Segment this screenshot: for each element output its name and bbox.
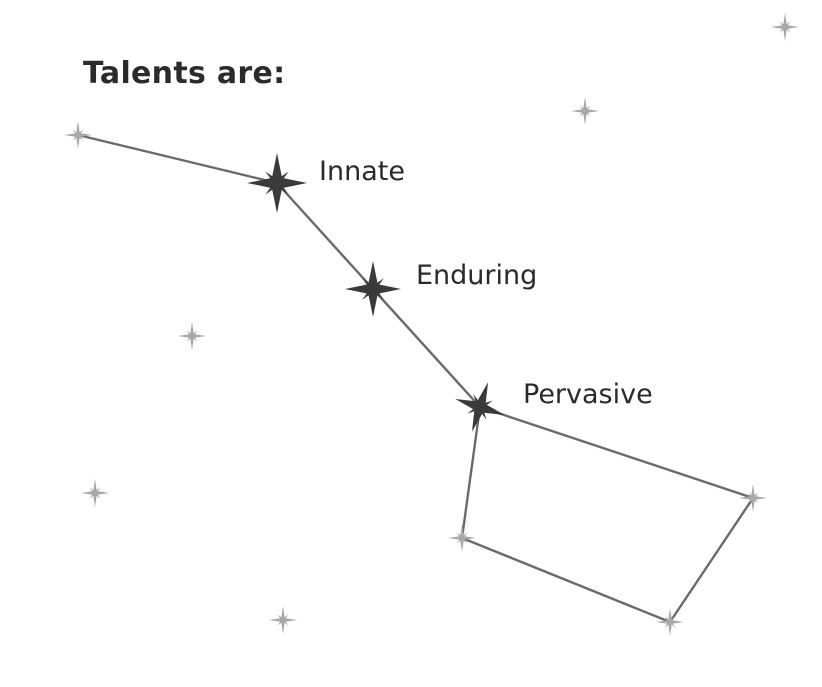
star-icon <box>247 153 307 213</box>
star-icon <box>81 479 109 507</box>
dark-stars <box>247 153 505 432</box>
star-icon <box>345 261 401 317</box>
constellation-lines <box>77 133 755 624</box>
faint-stars <box>64 13 799 636</box>
label-innate: Innate <box>319 156 405 187</box>
star-icon <box>571 97 599 125</box>
star-icon <box>448 524 476 552</box>
diagram-title: Talents are: <box>83 56 286 91</box>
star-icon <box>64 121 92 149</box>
star-icon <box>656 608 684 636</box>
label-pervasive: Pervasive <box>523 379 653 410</box>
star-icon <box>771 13 799 41</box>
star-icon <box>455 382 505 432</box>
label-enduring: Enduring <box>416 260 538 291</box>
star-icon <box>269 606 297 634</box>
star-icon <box>739 484 767 512</box>
star-icon <box>178 322 206 350</box>
